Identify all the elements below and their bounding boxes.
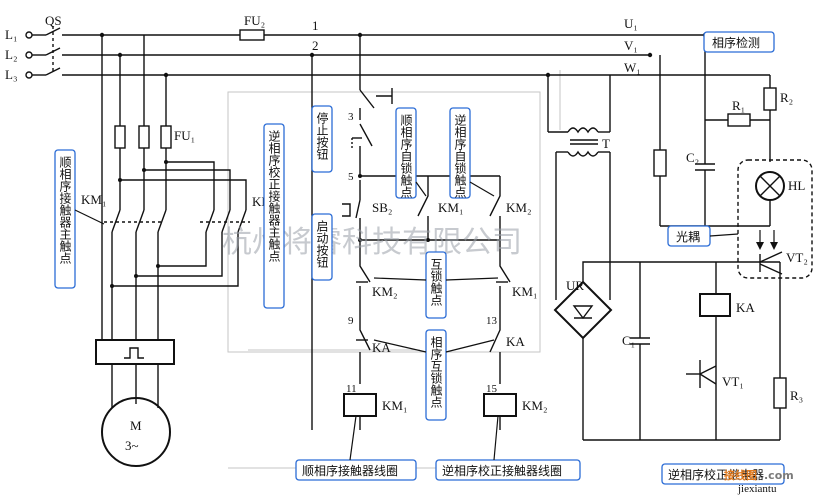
callout-rev-main-contacts-text: 逆相序校正接触器主触点 bbox=[267, 129, 281, 262]
label-coil-km2: KM₂ bbox=[522, 398, 547, 413]
callout-interlock-text: 互锁触点 bbox=[429, 258, 443, 306]
callout-interlock: 互锁触点 bbox=[373, 251, 499, 319]
label-km2-selflock: KM₂ bbox=[506, 200, 531, 215]
motor-label: M bbox=[130, 418, 142, 433]
label-ka-right: KA bbox=[506, 334, 525, 349]
label-c1: C₁ bbox=[622, 333, 635, 348]
site-logo-b: .com bbox=[764, 469, 794, 482]
label-ka-left: KA bbox=[372, 340, 391, 355]
three-phase-bus: L₁ L₂ L₃ QS FU₂ 1 2 U₁ V₁ W₁ bbox=[5, 13, 770, 82]
label-node1: 1 bbox=[312, 18, 319, 33]
site-logo-a: 接线图 bbox=[724, 468, 757, 482]
label-v1: V₁ bbox=[624, 38, 638, 53]
label-r2: R₂ bbox=[780, 90, 793, 105]
label-node11: 11 bbox=[346, 383, 357, 395]
control-circuit: 3 5 SB₂ KM₁ KM₂ KM₂ KM₁ 9 13 KA bbox=[311, 35, 547, 430]
label-vt1: VT₁ bbox=[722, 374, 744, 389]
label-r3: R₃ bbox=[790, 388, 803, 403]
callout-rev-relay-text: 逆相序校正继电器 bbox=[668, 467, 764, 482]
callout-stop-button-text: 停止按钮 bbox=[315, 111, 329, 161]
callout-fwd-coil: 顺相序接触器线圈 bbox=[295, 415, 417, 481]
label-node15: 15 bbox=[486, 383, 498, 395]
label-ka-relay: KA bbox=[736, 300, 755, 315]
callout-optocoupler: 光耦 bbox=[667, 225, 739, 247]
site-logo-watermark: 接线图 .com jiexiantu bbox=[724, 468, 794, 495]
callout-fwd-self-lock-text: 顺相序自锁触点 bbox=[399, 114, 413, 198]
label-km1-selflock: KM₁ bbox=[438, 200, 463, 215]
callout-fwd-coil-text: 顺相序接触器线圈 bbox=[302, 463, 398, 478]
label-l3: L₃ bbox=[5, 67, 17, 82]
label-vt2: VT₂ bbox=[786, 250, 808, 265]
label-km2-interlock: KM₂ bbox=[372, 284, 397, 299]
label-w1: W₁ bbox=[624, 60, 641, 75]
label-km1-interlock: KM₁ bbox=[512, 284, 537, 299]
label-hl: HL bbox=[788, 178, 805, 193]
callout-rev-relay: 逆相序校正继电器 bbox=[661, 463, 785, 485]
label-node3: 3 bbox=[348, 111, 354, 123]
label-u1: U₁ bbox=[624, 16, 638, 31]
callout-phase-interlock: 相序互锁触点 bbox=[373, 329, 495, 421]
callout-rev-self-lock-text: 逆相序自锁触点 bbox=[453, 113, 467, 198]
label-ur: UR bbox=[566, 278, 584, 293]
label-node5: 5 bbox=[348, 171, 354, 183]
label-transformer: T bbox=[602, 136, 610, 151]
callout-start-button: 启动按钮 bbox=[311, 213, 333, 281]
callout-optocoupler-text: 光耦 bbox=[676, 230, 700, 244]
callout-fwd-main-contacts: 顺相序接触器主触点 bbox=[54, 149, 105, 289]
label-node13: 13 bbox=[486, 315, 498, 327]
callout-fwd-self-lock: 顺相序自锁触点 bbox=[395, 107, 427, 199]
callout-phase-interlock-text: 相序互锁触点 bbox=[429, 336, 443, 408]
label-r1: R₁ bbox=[732, 98, 745, 113]
callout-phase-detect: 相序检测 bbox=[703, 31, 775, 53]
motor-phase: 3~ bbox=[125, 438, 139, 453]
label-sb2: SB₂ bbox=[372, 200, 392, 215]
label-c2: C₂ bbox=[686, 150, 699, 165]
label-fu1: FU₁ bbox=[174, 128, 195, 143]
label-fu2: FU₂ bbox=[244, 13, 265, 28]
site-url: jiexiantu bbox=[737, 483, 777, 495]
callout-rev-self-lock: 逆相序自锁触点 bbox=[449, 107, 495, 199]
callout-rev-coil: 逆相序校正接触器线圈 bbox=[435, 415, 581, 481]
callout-rev-main-contacts: 逆相序校正接触器主触点 bbox=[263, 123, 285, 309]
callout-fwd-main-contacts-text: 顺相序接触器主触点 bbox=[58, 156, 72, 264]
label-qs: QS bbox=[45, 13, 62, 28]
callout-phase-detect-text: 相序检测 bbox=[712, 35, 760, 50]
callout-start-button-text: 启动按钮 bbox=[315, 220, 329, 269]
label-node9: 9 bbox=[348, 315, 354, 327]
label-l1: L₁ bbox=[5, 27, 17, 42]
label-coil-km1: KM₁ bbox=[382, 398, 407, 413]
label-l2: L₂ bbox=[5, 47, 17, 62]
phase-detection-circuit: T UR C₁ KA VT₁ bbox=[547, 35, 813, 441]
label-node2: 2 bbox=[312, 38, 319, 53]
label-km1-main: KM₁ bbox=[81, 192, 106, 207]
callout-stop-button: 停止按钮 bbox=[311, 105, 333, 173]
callout-rev-coil-text: 逆相序校正接触器线圈 bbox=[442, 463, 562, 478]
